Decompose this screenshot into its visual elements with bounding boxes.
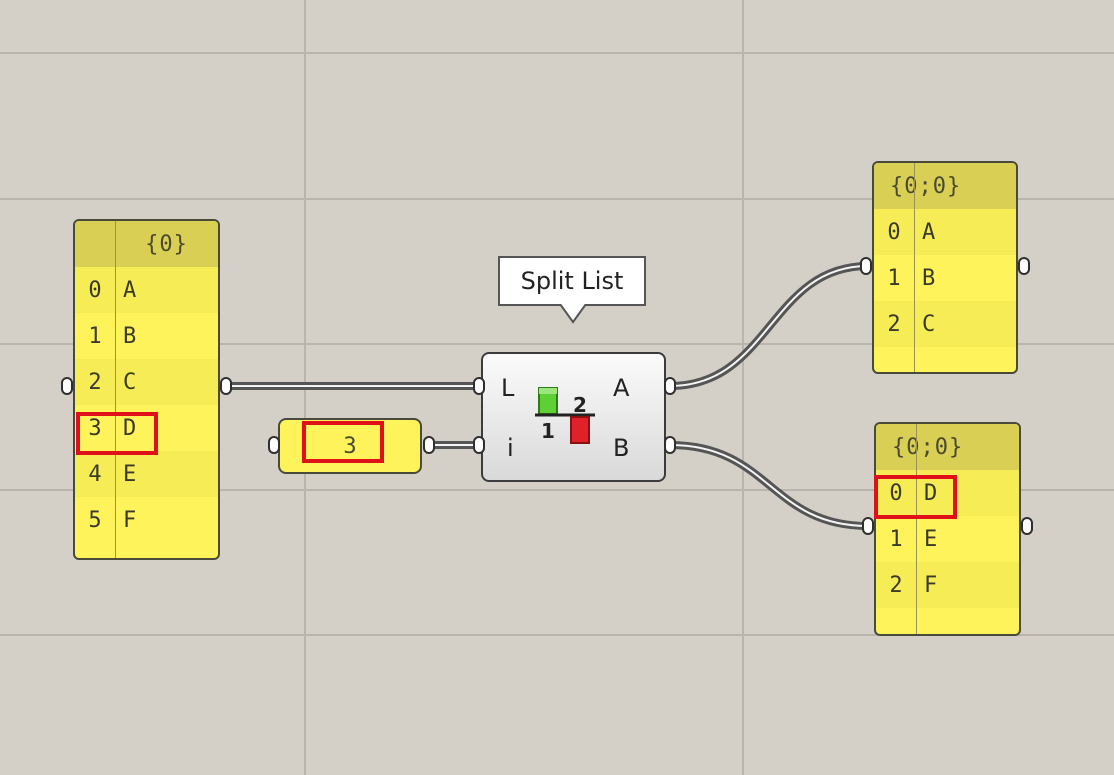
panel-column-divider [916,424,917,634]
list-item-index: 0 [887,219,901,245]
panel-column-divider [914,163,915,372]
grid-line-horizontal [0,52,1114,54]
input-L-grip[interactable] [473,377,485,395]
list-item-value: B [123,323,137,349]
list-item-index: 0 [88,277,102,303]
list-item-index: 3 [88,415,102,441]
panel-header-path: {0;0} [876,424,1019,470]
split-list-component[interactable]: L i A B 2 1 [481,352,666,482]
input-i-label: i [507,434,514,462]
list-item-value: C [123,369,137,395]
output-b-panel-input-grip[interactable] [862,517,874,535]
output-A-label: A [613,374,630,402]
split-index-value: 3 [343,433,357,459]
panel-header-path: {0;0} [874,163,1016,209]
grid-line-horizontal [0,343,1114,345]
output-a-panel-input-grip[interactable] [860,257,872,275]
grid-line-horizontal [0,198,1114,200]
output-B-grip[interactable] [664,436,676,454]
list-item-index: 2 [889,572,903,598]
list-item-index: 5 [88,507,102,533]
list-item-index: 2 [887,311,901,337]
index-param-input-grip[interactable] [268,436,280,454]
grid-line-horizontal [0,634,1114,636]
grid-line-horizontal [0,489,1114,491]
list-item-value: F [123,507,137,533]
list-item-index: 4 [88,461,102,487]
highlight-source-row-3 [76,412,158,455]
list-item-index: 1 [88,323,102,349]
list-item-index: 1 [889,526,903,552]
list-item-value: A [922,219,936,245]
list-item-index: 2 [88,369,102,395]
output-B-label: B [613,434,630,462]
highlight-output-b-row-0 [874,475,957,519]
wire-B-to-panel [669,441,869,530]
source-panel-output-grip[interactable] [220,377,232,395]
output-A-grip[interactable] [664,377,676,395]
tooltip-tail [560,304,586,324]
list-item-value: D [924,480,938,506]
panel-column-divider [115,221,116,558]
icon-label-bottom: 1 [541,419,555,443]
list-item-index: 0 [889,480,903,506]
list-item-value: D [123,415,137,441]
list-item-value: E [924,526,938,552]
icon-label-top: 2 [573,393,587,417]
output-b-panel-output-grip[interactable] [1021,517,1033,535]
grid-line-vertical [304,0,306,775]
list-item-value: B [922,265,936,291]
list-item-index: 1 [887,265,901,291]
wire-A-to-panel [669,262,869,390]
list-item-value: A [123,277,137,303]
component-tooltip: Split List [498,256,646,306]
input-L-label: L [501,374,515,402]
tooltip-text: Split List [520,267,624,295]
panel-header-path: {0} [75,221,218,267]
input-i-grip[interactable] [473,436,485,454]
output-a-panel-output-grip[interactable] [1018,257,1030,275]
list-item-value: E [123,461,137,487]
split-list-icon: 2 1 [535,387,595,444]
source-panel-input-grip[interactable] [61,377,73,395]
list-item-value: C [922,311,936,337]
highlight-index-value [302,421,384,463]
list-item-value: F [924,572,938,598]
index-param-output-grip[interactable] [423,436,435,454]
grid-line-vertical [742,0,744,775]
